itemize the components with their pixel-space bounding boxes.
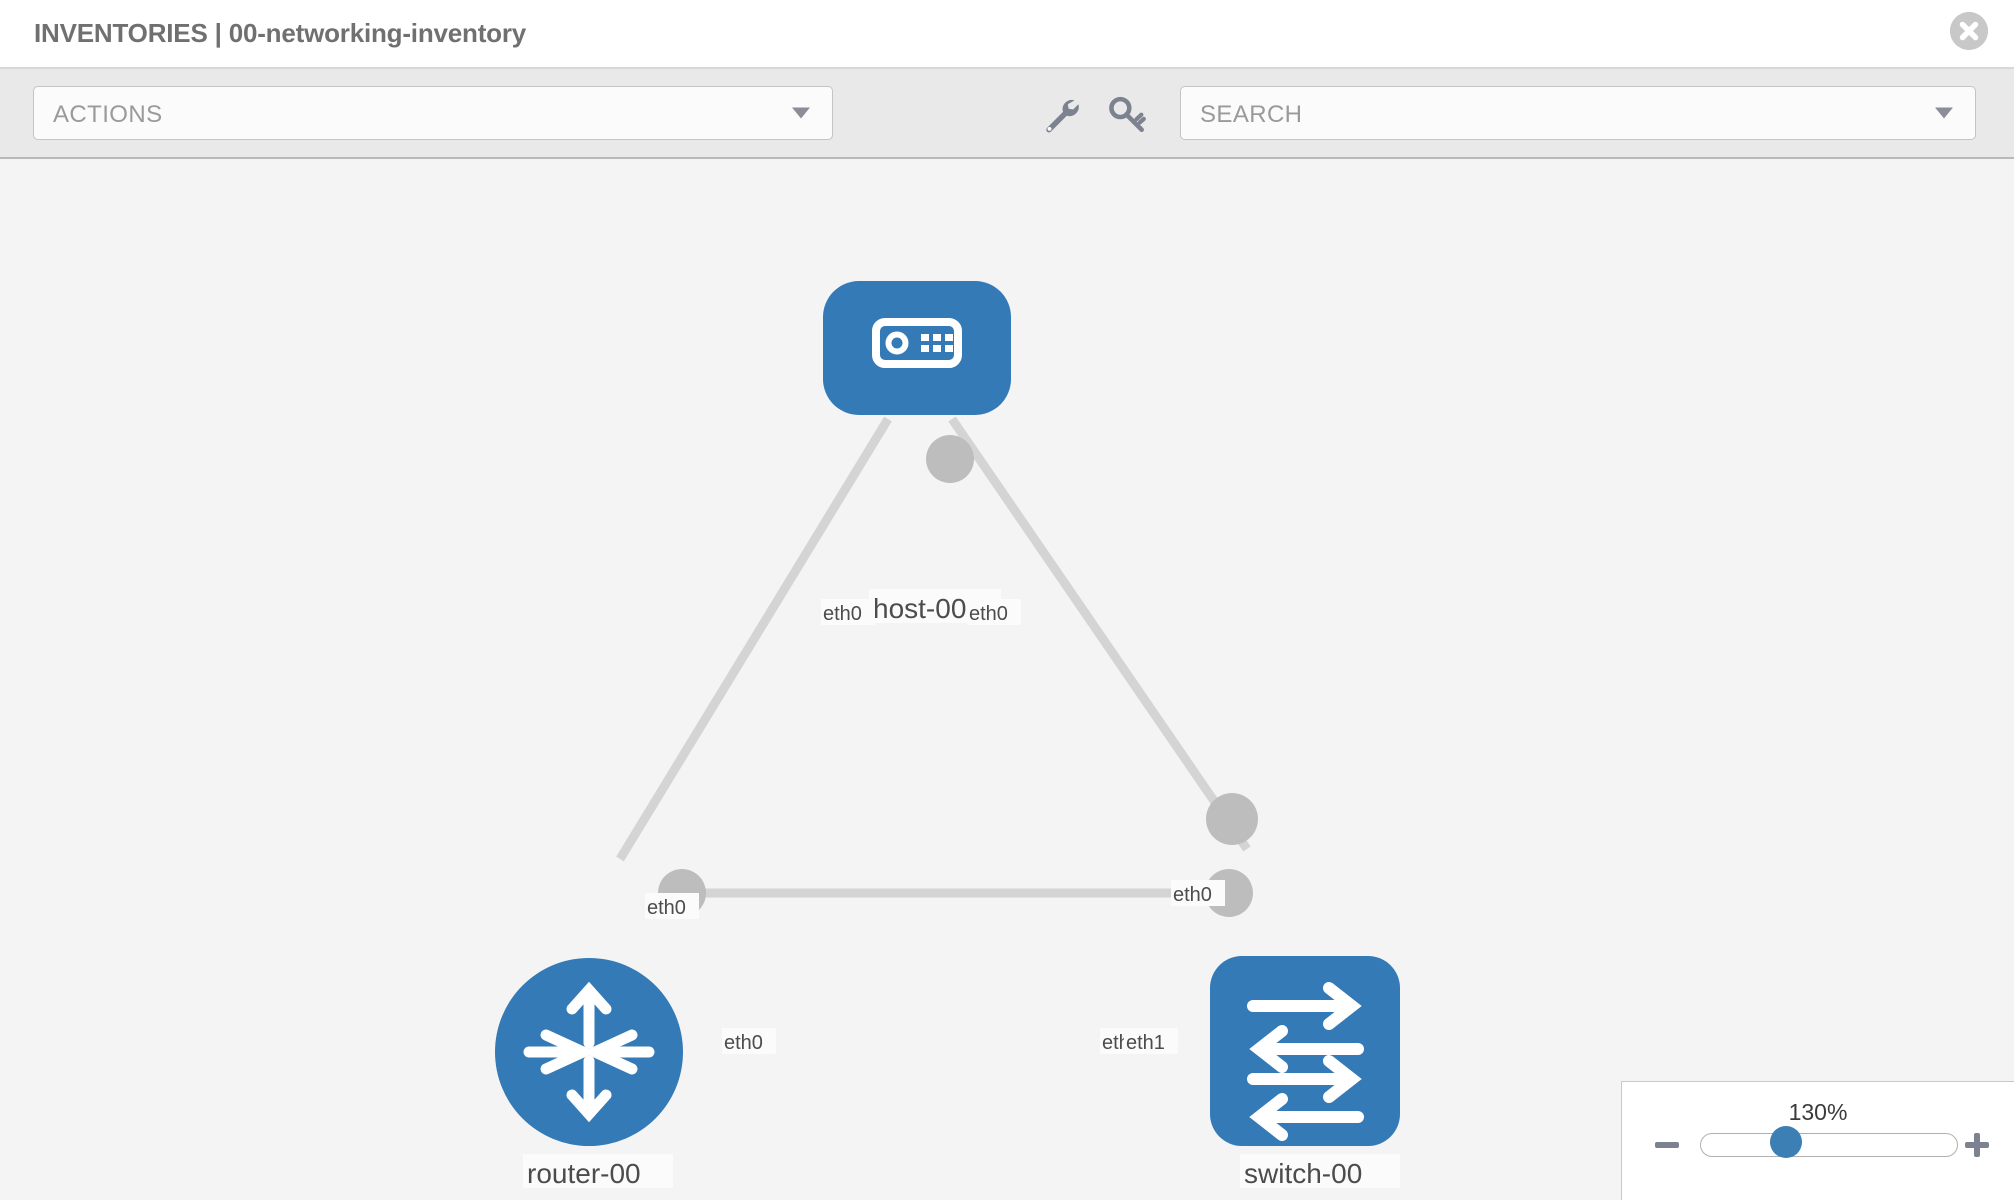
topology-connectors <box>658 435 1258 917</box>
link-host-switch[interactable] <box>948 416 1251 852</box>
node-label-router-00: router-00 <box>527 1158 641 1189</box>
wrench-icon <box>1046 99 1079 133</box>
page-title: INVENTORIES | 00-networking-inventory <box>34 18 527 48</box>
topology-graph: host-00 router-00 <box>495 281 1400 1189</box>
page-header: INVENTORIES | 00-networking-inventory <box>0 0 2014 69</box>
node-switch-00[interactable]: switch-00 <box>1210 956 1400 1189</box>
zoom-in-button[interactable] <box>1962 1130 1992 1160</box>
plus-icon <box>1965 1133 1989 1157</box>
router-four-arrows-icon <box>523 981 655 1123</box>
interface-labels: eth0 eth0 eth0 eth0 eth0 eth0 eth1 <box>645 599 1225 1054</box>
close-circle-icon <box>1950 12 1988 50</box>
toolbar: ACTIONS SEARCH <box>0 69 2014 159</box>
minus-icon <box>1655 1142 1679 1148</box>
chevron-down-icon <box>792 107 810 119</box>
iflabel-host-left: eth0 <box>823 603 862 625</box>
actions-dropdown-label: ACTIONS <box>53 101 163 128</box>
iflabel-router-right: eth0 <box>724 1032 763 1054</box>
actions-dropdown[interactable]: ACTIONS <box>33 86 833 140</box>
iflabel-router-up: eth0 <box>647 897 686 919</box>
wrench-button[interactable] <box>1039 93 1081 135</box>
close-button[interactable] <box>1950 12 1988 50</box>
switch-arrows-icon <box>1247 982 1364 1141</box>
server-appliance-icon <box>872 318 962 368</box>
node-label-host-00: host-00 <box>873 593 966 624</box>
zoom-slider[interactable] <box>1700 1133 1958 1157</box>
search-placeholder: SEARCH <box>1200 101 1303 128</box>
zoom-control-panel: 130% <box>1621 1081 2014 1200</box>
zoom-level-label: 130% <box>1788 1099 1848 1125</box>
chevron-down-icon <box>1935 107 1953 119</box>
zoom-slider-thumb[interactable] <box>1770 1126 1802 1158</box>
node-label-switch-00: switch-00 <box>1244 1158 1362 1189</box>
connector-switch-top-left <box>1206 793 1258 845</box>
node-router-00[interactable]: router-00 <box>495 958 683 1189</box>
key-button[interactable] <box>1106 93 1148 135</box>
node-host-00[interactable]: host-00 <box>823 281 1011 624</box>
iflabel-switch-left-b: eth1 <box>1126 1032 1165 1054</box>
topology-links <box>616 416 1251 898</box>
connector-host-bottom <box>926 435 974 483</box>
iflabel-host-right: eth0 <box>969 603 1008 625</box>
topology-canvas[interactable]: host-00 router-00 <box>0 159 2014 1200</box>
key-icon <box>1109 96 1146 133</box>
link-host-router[interactable] <box>616 416 892 862</box>
zoom-out-button[interactable] <box>1652 1130 1682 1160</box>
search-input[interactable]: SEARCH <box>1180 86 1976 140</box>
iflabel-switch-up: eth0 <box>1173 884 1212 906</box>
